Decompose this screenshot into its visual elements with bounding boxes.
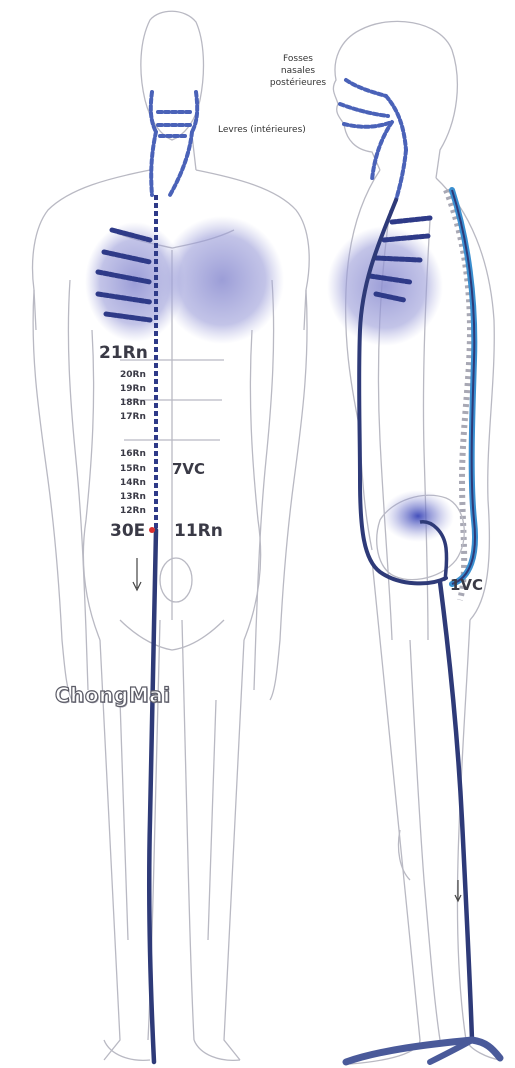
label-30e: 30E	[110, 521, 145, 541]
front-lung-right	[160, 216, 284, 344]
label-20rn: 20Rn	[120, 370, 146, 380]
label-19rn: 19Rn	[120, 384, 146, 394]
label-11rn: 11Rn	[174, 521, 223, 541]
side-lung	[327, 226, 443, 346]
label-13rn: 13Rn	[120, 492, 146, 502]
label-14rn: 14Rn	[120, 478, 146, 488]
label-fosses-nasales: Fosses nasales postérieures	[258, 53, 338, 89]
leg-arrow-icon	[455, 880, 461, 901]
label-18rn: 18Rn	[120, 398, 146, 408]
label-7vc: 7VC	[172, 460, 205, 478]
label-levres: Levres (intérieures)	[218, 124, 306, 136]
front-figure	[33, 11, 310, 1060]
label-16rn: 16Rn	[120, 449, 146, 459]
label-1vc: 1VC	[450, 576, 483, 594]
label-17rn: 17Rn	[120, 412, 146, 422]
down-arrow-icon	[133, 558, 141, 590]
diagram-title: ChongMai	[55, 683, 170, 707]
label-21rn: 21Rn	[99, 343, 148, 363]
label-12rn: 12Rn	[120, 506, 146, 516]
front-face-channel	[151, 92, 197, 195]
side-leg-channel	[440, 582, 472, 1040]
label-fosses-text: Fosses nasales postérieures	[270, 54, 326, 88]
point-30e-marker	[149, 527, 155, 533]
label-15rn: 15Rn	[120, 464, 146, 474]
